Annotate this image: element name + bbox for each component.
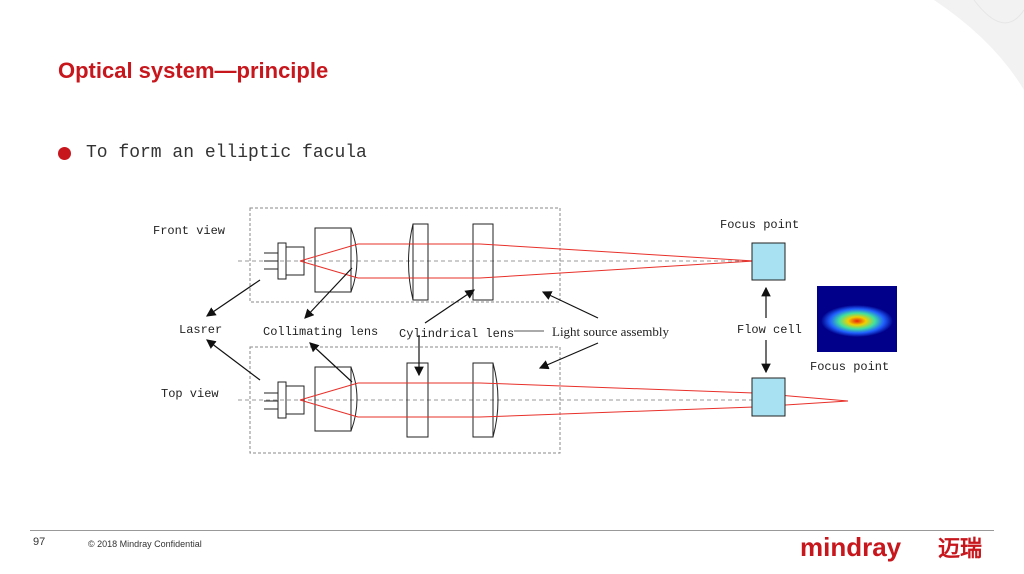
label-focus-point-top: Focus point (720, 218, 799, 232)
facula-image (817, 286, 897, 352)
footer-divider (30, 530, 994, 531)
corner-decoration (934, 0, 1024, 90)
mindray-logo: mindray 迈瑞 (800, 532, 982, 562)
front-assembly-box (249, 207, 561, 303)
arrow-assembly-top (538, 342, 599, 370)
front-cylindrical-lens-1 (408, 223, 429, 301)
label-laser: Lasrer (179, 323, 222, 337)
page-title: Optical system—principle (58, 58, 329, 83)
top-collimating-lens (314, 366, 358, 432)
arrow-cylindrical-front (424, 289, 475, 324)
svg-text:迈瑞: 迈瑞 (938, 537, 982, 562)
page-number: 97 (33, 536, 46, 548)
copyright-text: © 2018 Mindray Confidential (88, 539, 202, 549)
label-focus-point-right: Focus point (810, 360, 889, 374)
label-top-view: Top view (161, 387, 219, 401)
label-flow-cell: Flow cell (737, 323, 802, 337)
label-collimating-lens: Collimating lens (263, 325, 378, 339)
arrow-laser-front (206, 279, 261, 317)
focus-cell-top (751, 377, 786, 417)
top-cylindrical-lens-1 (406, 362, 429, 438)
arrow-laser-top (206, 339, 261, 381)
bullet-dot (58, 147, 71, 160)
front-beam (299, 243, 755, 279)
focus-cell-front (751, 242, 786, 281)
arrow-collimating-top (309, 342, 353, 383)
label-cylindrical-lens: Cylindrical lens (399, 327, 514, 341)
front-collimating-lens (314, 227, 358, 293)
label-light-source-assembly: Light source assembly (552, 324, 669, 339)
label-front-view: Front view (153, 224, 226, 238)
bullet-text: To form an elliptic facula (86, 143, 367, 163)
arrow-assembly-front (541, 291, 599, 319)
front-cylindrical-lens-2 (472, 223, 494, 301)
top-cylindrical-lens-2 (472, 362, 499, 438)
front-laser (264, 242, 305, 280)
top-laser (264, 381, 305, 419)
arrow-collimating-front (304, 267, 353, 319)
svg-text:mindray: mindray (800, 532, 902, 562)
